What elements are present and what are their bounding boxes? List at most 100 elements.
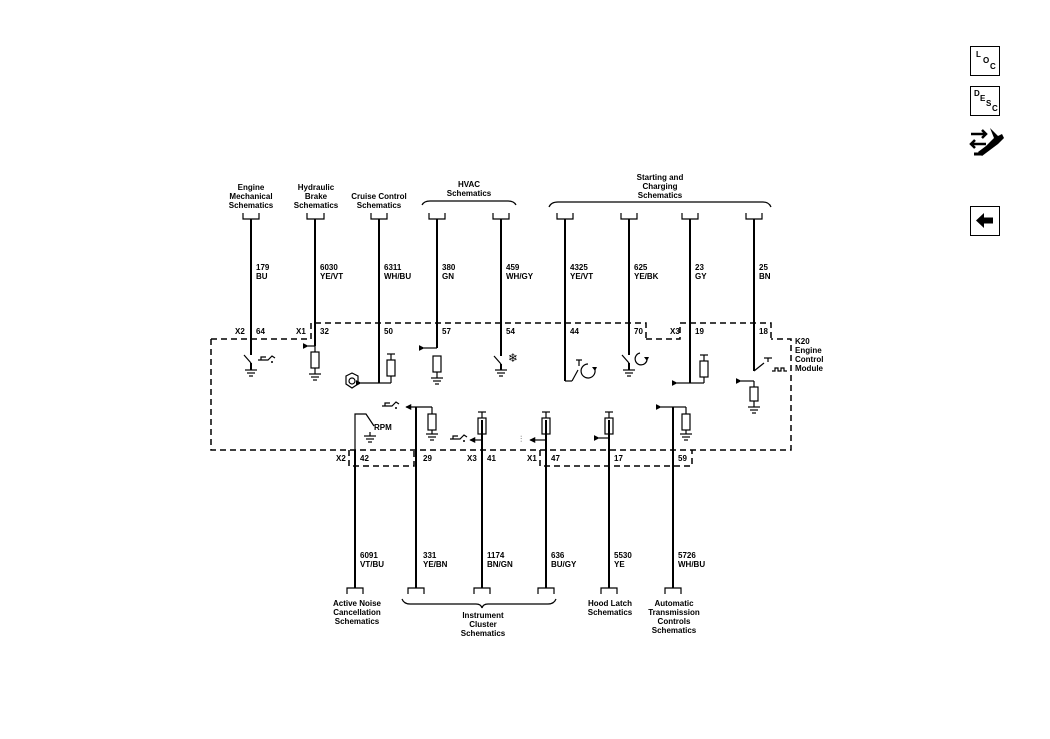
svg-text:5726: 5726 — [678, 551, 696, 560]
svg-text:Automatic: Automatic — [654, 599, 694, 608]
engine-oil-switch — [243, 354, 257, 377]
svg-text:Control: Control — [795, 355, 823, 364]
svg-text:BU/GY: BU/GY — [551, 560, 577, 569]
circuit-331: 331 YE/BN — [423, 551, 448, 569]
instrument-brace — [401, 598, 557, 609]
lower-wires — [354, 450, 674, 588]
connector-wrench-icon[interactable] — [968, 124, 1006, 160]
svg-text:42: 42 — [360, 454, 369, 463]
starter-switch — [565, 359, 582, 382]
svg-text:BN: BN — [759, 272, 771, 281]
svg-text:WH/GY: WH/GY — [506, 272, 534, 281]
label-starting-charging[interactable]: Starting and Charging Schematics — [637, 173, 684, 200]
circuit-6311: 6311 WH/BU — [384, 263, 411, 281]
k20-module-outline — [210, 322, 792, 467]
svg-text:50: 50 — [384, 327, 393, 336]
svg-text:Engine: Engine — [238, 183, 265, 192]
generator-output-circuit — [735, 357, 787, 414]
svg-text:Schematics: Schematics — [588, 608, 633, 617]
coolant-output: ⫶ — [520, 411, 551, 450]
label-hydraulic-brake[interactable]: Hydraulic Brake Schematics — [294, 183, 339, 210]
svg-text:Cruise Control: Cruise Control — [351, 192, 407, 201]
desc-letter-e: E — [980, 94, 986, 103]
svg-text:Cancellation: Cancellation — [333, 608, 381, 617]
svg-text:Controls: Controls — [658, 617, 691, 626]
svg-text:X2: X2 — [336, 454, 346, 463]
svg-text:19: 19 — [695, 327, 704, 336]
circuit-459: 459 WH/GY — [506, 263, 534, 281]
location-button[interactable]: L O C — [970, 46, 1000, 76]
circuit-179: 179 BU — [256, 263, 270, 281]
svg-text:GN: GN — [442, 272, 454, 281]
svg-text:636: 636 — [551, 551, 565, 560]
label-hvac[interactable]: HVAC Schematics — [447, 180, 492, 198]
circuit-625: 625 YE/BK — [634, 263, 659, 281]
svg-text:Cluster: Cluster — [469, 620, 497, 629]
svg-text:Schematics: Schematics — [229, 201, 274, 210]
svg-text:459: 459 — [506, 263, 520, 272]
loc-letter-c: C — [990, 62, 996, 71]
desc-letter-c: C — [992, 104, 998, 113]
label-hood-latch[interactable]: Hood Latch Schematics — [588, 599, 633, 617]
svg-text:44: 44 — [570, 327, 579, 336]
svg-text:WH/BU: WH/BU — [678, 560, 705, 569]
svg-text:Charging: Charging — [642, 182, 677, 191]
svg-text:❄: ❄ — [508, 351, 518, 365]
brake-input-circuit — [302, 343, 321, 381]
back-arrow-icon — [976, 213, 993, 228]
module-label: K20 Engine Control Module — [795, 337, 824, 373]
svg-text:X2: X2 — [235, 327, 245, 336]
label-active-noise[interactable]: Active Noise Cancellation Schematics — [333, 599, 382, 626]
svg-text:Instrument: Instrument — [462, 611, 504, 620]
svg-text:64: 64 — [256, 327, 265, 336]
label-automatic-transmission[interactable]: Automatic Transmission Controls Schemati… — [648, 599, 700, 635]
svg-text:6311: 6311 — [384, 263, 402, 272]
label-instrument-cluster[interactable]: Instrument Cluster Schematics — [461, 611, 506, 638]
svg-text:BU: BU — [256, 272, 268, 281]
back-button[interactable] — [970, 206, 1000, 236]
svg-text:70: 70 — [634, 327, 643, 336]
label-engine-mechanical[interactable]: Engine Mechanical Schematics — [229, 183, 274, 210]
svg-text:32: 32 — [320, 327, 329, 336]
label-cruise-control[interactable]: Cruise Control Schematics — [351, 192, 407, 210]
svg-text:5530: 5530 — [614, 551, 632, 560]
svg-text:179: 179 — [256, 263, 270, 272]
svg-text:YE/BN: YE/BN — [423, 560, 448, 569]
svg-text:54: 54 — [506, 327, 515, 336]
svg-text:Engine: Engine — [795, 346, 822, 355]
svg-text:Schematics: Schematics — [638, 191, 683, 200]
svg-text:Schematics: Schematics — [357, 201, 402, 210]
svg-text:YE/BK: YE/BK — [634, 272, 659, 281]
desc-letter-d: D — [974, 89, 980, 98]
svg-text:4325: 4325 — [570, 263, 588, 272]
circuit-5530: 5530 YE — [614, 551, 632, 569]
svg-text:47: 47 — [551, 454, 560, 463]
description-button[interactable]: D E S C — [970, 86, 1000, 116]
circuit-23: 23 GY — [695, 263, 707, 281]
svg-text:23: 23 — [695, 263, 704, 272]
svg-text:625: 625 — [634, 263, 648, 272]
charging-input-circuit — [671, 354, 709, 386]
svg-text:29: 29 — [423, 454, 432, 463]
circuit-5726: 5726 WH/BU — [678, 551, 705, 569]
lower-pin-labels: X2 42 29 X3 41 X1 47 17 59 — [336, 454, 687, 463]
svg-text:YE/VT: YE/VT — [570, 272, 593, 281]
circuit-6091: 6091 VT/BU — [360, 551, 384, 569]
loc-letter-o: O — [983, 56, 990, 65]
rotation-icon-1 — [580, 363, 597, 379]
oil-pressure-output — [450, 411, 487, 450]
svg-text:GY: GY — [695, 272, 707, 281]
svg-text:6091: 6091 — [360, 551, 378, 560]
snowflake-icon: ❄ — [508, 351, 518, 365]
svg-text:Hood Latch: Hood Latch — [588, 599, 632, 608]
svg-text:VT/BU: VT/BU — [360, 560, 384, 569]
svg-text:57: 57 — [442, 327, 451, 336]
circuit-636: 636 BU/GY — [551, 551, 577, 569]
oil-can-icon — [258, 355, 276, 363]
cruise-input-circuit — [355, 353, 396, 386]
hood-latch-input — [593, 411, 614, 450]
svg-text:1174: 1174 — [487, 551, 505, 560]
svg-text:Schematics: Schematics — [335, 617, 380, 626]
svg-text:YE/VT: YE/VT — [320, 272, 343, 281]
loc-letter-l: L — [976, 50, 981, 59]
